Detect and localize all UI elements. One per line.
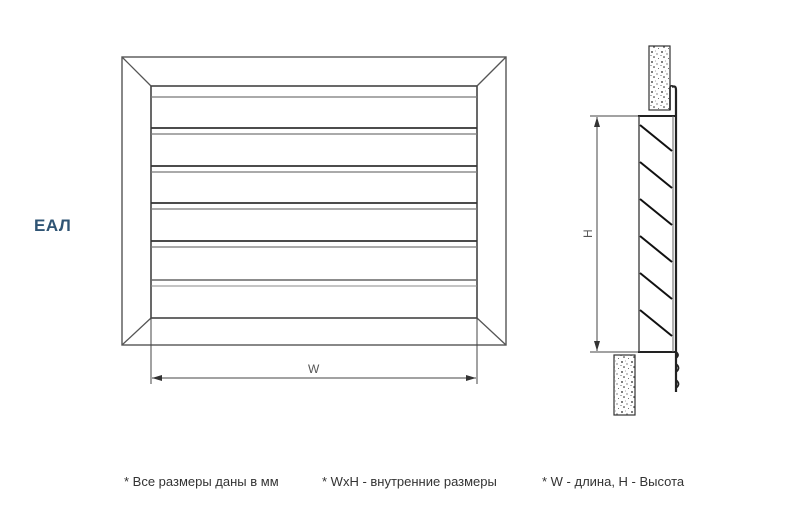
front-slats [151,96,477,287]
flange-hook-top [669,84,674,110]
grille-outer-frame [121,56,507,346]
width-label: W [308,362,320,376]
bevel-corner-tl [121,56,152,87]
grille-flange-profile [671,85,678,392]
footnote-units: * Все размеры даны в мм [124,474,279,489]
wall-block-top [648,45,671,111]
width-dimension [150,318,478,384]
footnotes: * Все размеры даны в мм * WxH - внутренн… [0,474,800,494]
section-slats [639,124,673,337]
height-label: H [581,229,595,238]
bevel-corner-tr [476,56,507,87]
footnote-inner-dimensions: * WxH - внутренние размеры [322,474,497,489]
wall-block-bottom [613,354,636,416]
bevel-corner-br [476,317,507,346]
height-dimension [590,115,638,353]
model-label: ЕАЛ [34,216,72,235]
footnote-legend: * W - длина, H - Высота [542,474,685,489]
front-view [121,56,507,384]
bevel-corner-bl [121,317,152,346]
side-view [590,45,680,416]
grille-inner-frame [150,85,478,319]
